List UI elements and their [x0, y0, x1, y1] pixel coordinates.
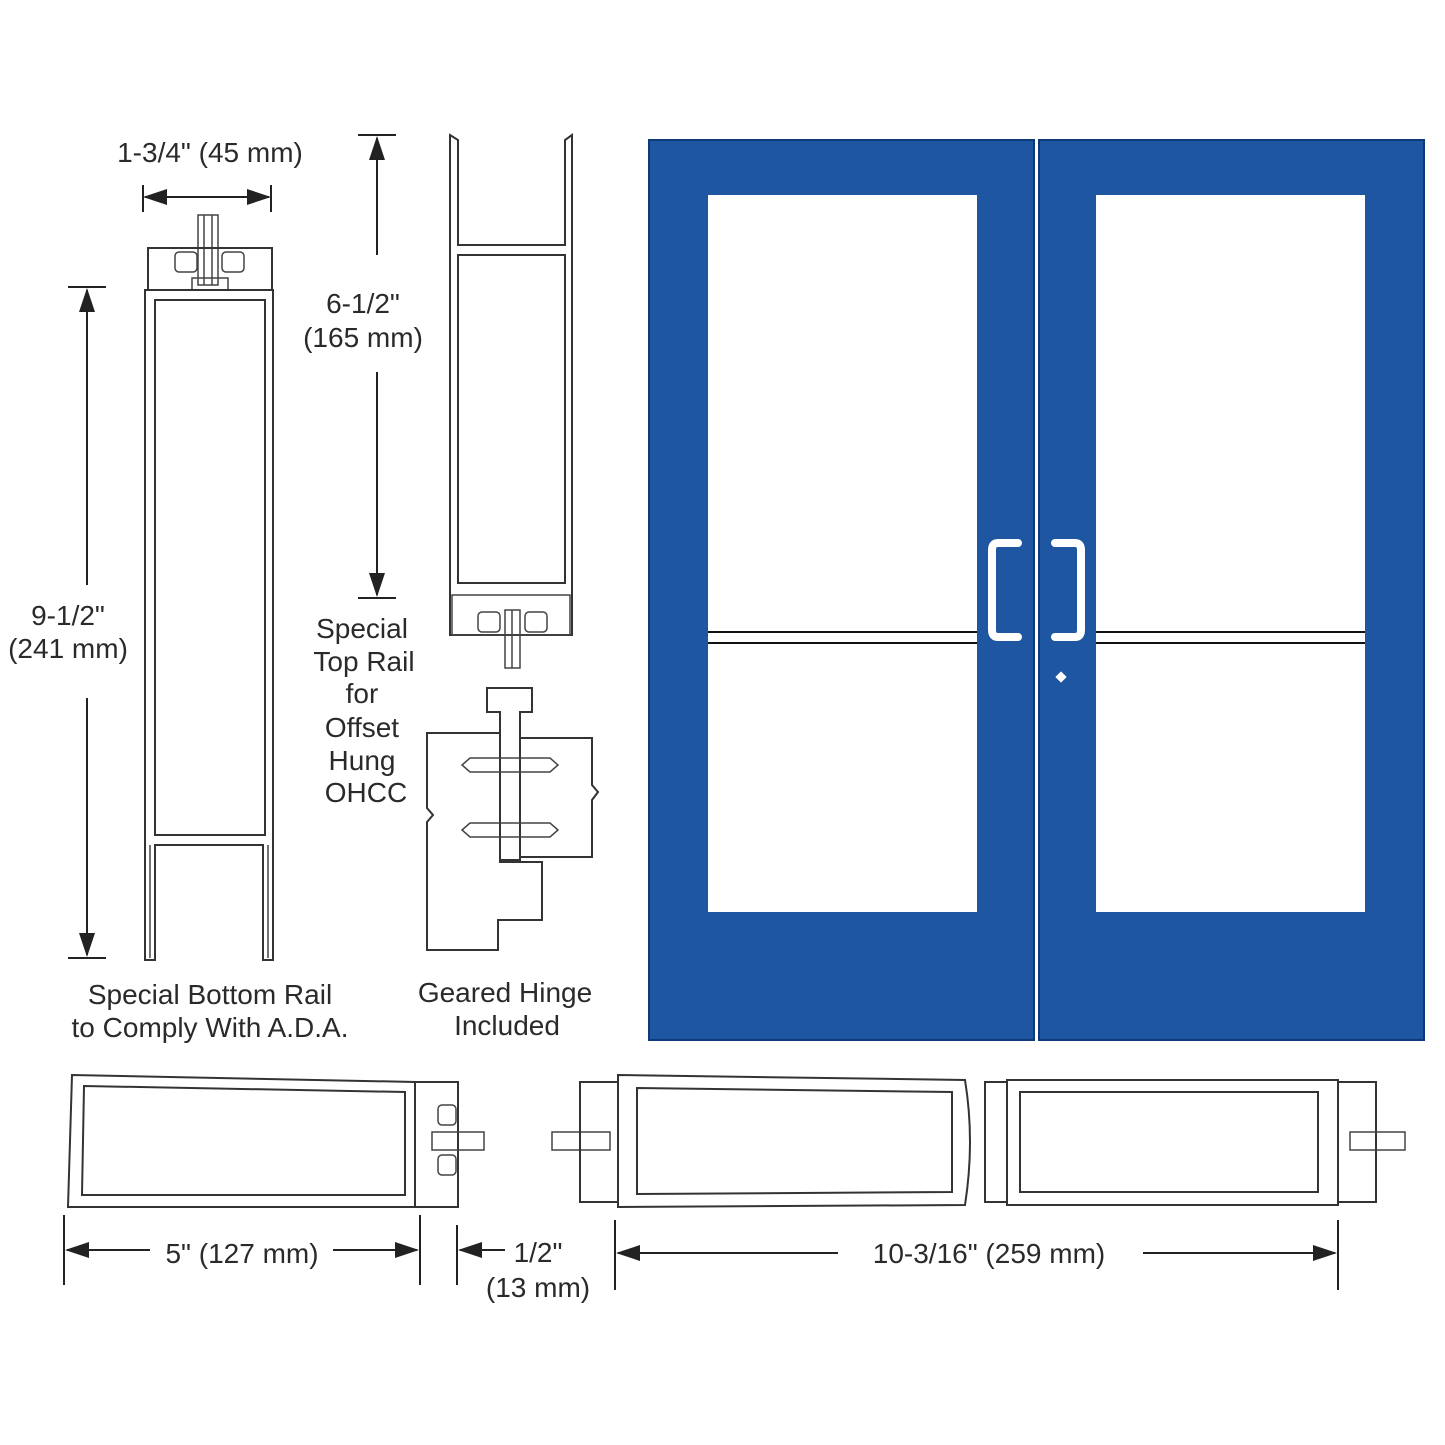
bottom-rail-height-mm: (241 mm) [8, 633, 128, 664]
bottom-rail-caption-1: Special Bottom Rail [88, 979, 332, 1010]
top-rail-caption-line: OHCC [325, 777, 407, 808]
lock-cylinder-icon [1055, 671, 1067, 683]
right-door-glass [1096, 195, 1365, 912]
gap-mm-label: (13 mm) [486, 1272, 590, 1303]
dimension-top-rail-height: 6-1/2" (165 mm) [303, 134, 423, 599]
hinge-caption-2: Included [454, 1010, 560, 1041]
dimension-bottom-rail-height: 9-1/2" (241 mm) [8, 286, 128, 959]
top-rail-caption-line: for [346, 678, 379, 709]
hinge-caption-1: Geared Hinge [418, 977, 592, 1008]
dimension-stile-width: 5" (127 mm) [63, 1215, 421, 1285]
bottom-rail-height-in: 9-1/2" [31, 600, 105, 631]
top-rail-height-mm: (165 mm) [303, 322, 423, 353]
pair-stile-width-label: 10-3/16" (259 mm) [873, 1238, 1105, 1269]
single-stile-section [66, 1073, 485, 1208]
dimension-pair-stile-width: 10-3/16" (259 mm) [614, 1220, 1339, 1290]
gap-in-label: 1/2" [514, 1237, 563, 1268]
top-rail-height-in: 6-1/2" [326, 288, 400, 319]
stile-width-label: 5" (127 mm) [165, 1238, 318, 1269]
left-door-pull-handle [988, 539, 1022, 641]
pair-stile-section [551, 1073, 1406, 1209]
stile-depth-label: 1-3/4" (45 mm) [117, 137, 303, 168]
right-door-pull-handle [1051, 539, 1085, 641]
bottom-rail-profile [144, 214, 274, 961]
top-rail-caption-line: Offset [325, 712, 399, 743]
dimension-stile-depth: 1-3/4" (45 mm) [117, 137, 303, 212]
top-rail-caption-line: Special [316, 613, 408, 644]
top-rail-caption-line: Top Rail [313, 646, 414, 677]
top-rail-caption-line: Hung [329, 745, 396, 776]
geared-hinge-detail [426, 687, 600, 951]
dimension-gap: 1/2" (13 mm) [456, 1225, 590, 1303]
top-rail-caption: Special Top Rail for Offset Hung OHCC [313, 613, 414, 808]
top-rail-profile [449, 133, 573, 669]
left-door-glass [708, 195, 977, 912]
bottom-rail-caption-2: to Comply With A.D.A. [72, 1012, 349, 1043]
door-pair-elevation [648, 139, 1425, 1041]
